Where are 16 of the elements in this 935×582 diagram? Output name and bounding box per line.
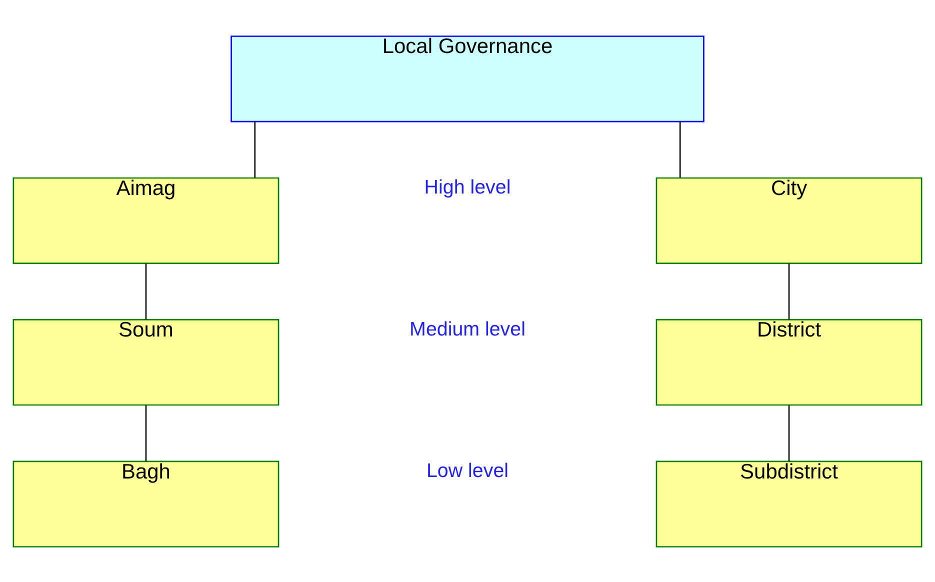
node-box: Subdistrict bbox=[656, 460, 922, 547]
connector bbox=[788, 263, 790, 320]
node-box: Soum bbox=[12, 318, 280, 406]
connector bbox=[254, 121, 256, 178]
label: Low level bbox=[426, 460, 509, 482]
connector bbox=[788, 404, 790, 461]
connector bbox=[145, 404, 147, 461]
node-box: City bbox=[656, 176, 922, 264]
label: Medium level bbox=[410, 318, 526, 340]
node-box: Aimag bbox=[12, 176, 280, 264]
node-box: Local Governance bbox=[230, 35, 704, 122]
connector bbox=[679, 121, 681, 178]
connector bbox=[145, 263, 147, 320]
label: High level bbox=[424, 176, 511, 198]
node-box: District bbox=[656, 318, 922, 406]
node-box: Bagh bbox=[12, 460, 280, 547]
